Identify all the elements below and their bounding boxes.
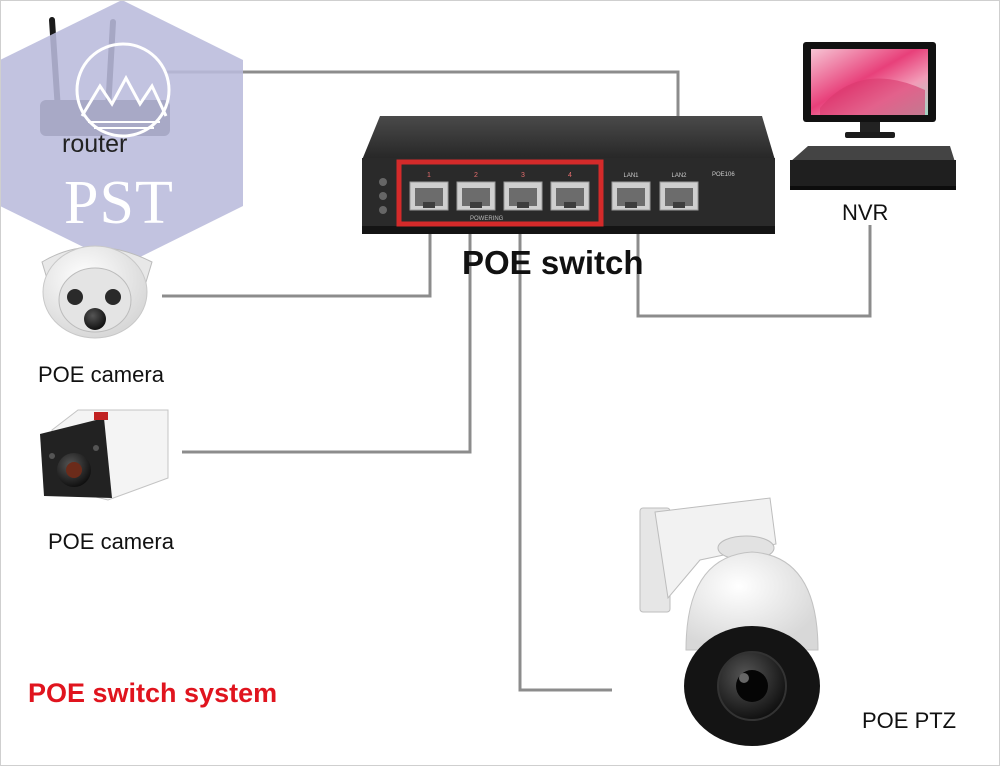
port-label: 4: [568, 172, 572, 179]
watermark-text: PST: [64, 169, 174, 237]
cable-nvr-switch: [636, 212, 872, 318]
watermark-hexagon: [0, 0, 243, 266]
camera-1-label: POE camera: [38, 362, 164, 387]
port-group-label: POWERING: [470, 216, 504, 222]
cable-camera2-switch: [182, 212, 472, 454]
nvr-recorder: [790, 146, 956, 190]
cable-ptz-switch: [518, 212, 612, 692]
port-label: 2: [474, 172, 478, 179]
ethernet-ports: 1 2 3 4 LAN1 LAN2: [409, 172, 699, 211]
lan-port-lan1: LAN1: [611, 173, 651, 211]
camera-dome: [41, 245, 153, 339]
watermark-circle: [75, 42, 171, 138]
poe-switch-device: 1 2 3 4 LAN1 LAN2 POWERING POE106: [362, 116, 775, 234]
poe-port-4: 4: [550, 172, 590, 211]
watermark-mountains: [80, 74, 168, 117]
port-label: LAN2: [671, 173, 687, 179]
nvr-label: NVR: [842, 200, 889, 225]
poe-switch-label: POE switch: [462, 244, 644, 281]
router-label: router: [62, 130, 128, 158]
switch-model-text: POE106: [712, 172, 735, 178]
camera-bullet: [40, 409, 169, 501]
port-label: LAN1: [623, 173, 639, 179]
poe-port-3: 3: [503, 172, 543, 211]
poe-port-2: 2: [456, 172, 496, 211]
camera-2-label: POE camera: [48, 529, 174, 554]
port-label: 3: [521, 172, 525, 179]
diagram-title: POE switch system: [28, 678, 278, 708]
cable-camera1-switch: [162, 212, 432, 298]
pst-watermark: [0, 0, 243, 266]
camera-ptz: [639, 497, 820, 746]
poe-port-1: 1: [409, 172, 449, 211]
lan-port-lan2: LAN2: [659, 173, 699, 211]
ptz-label: POE PTZ: [862, 708, 957, 733]
poe-ports-highlight: [396, 159, 604, 227]
nvr-monitor: [803, 42, 936, 138]
port-label: 1: [427, 172, 431, 179]
